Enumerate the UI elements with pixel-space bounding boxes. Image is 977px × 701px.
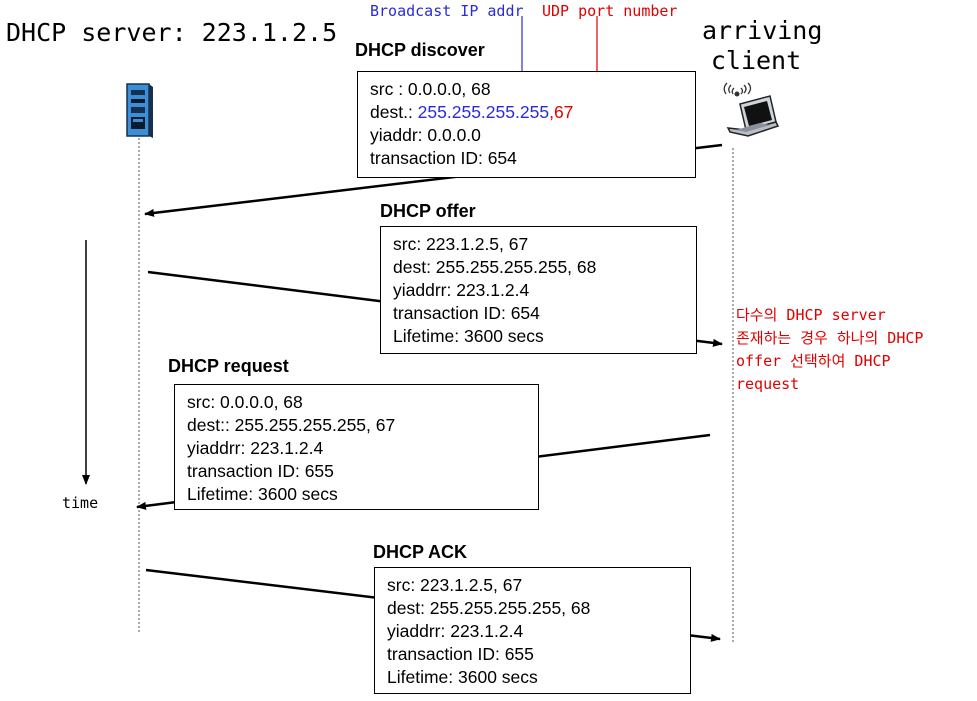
offer-heading: DHCP offer bbox=[380, 201, 476, 221]
discover-yiaddr: yiaddr: 0.0.0.0 bbox=[370, 125, 481, 145]
offer-box: src: 223.1.2.5, 67 dest: 255.255.255.255… bbox=[380, 226, 697, 354]
discover-box: src : 0.0.0.0, 68 dest.: 255.255.255.255… bbox=[357, 71, 696, 178]
ack-lifetime: Lifetime: 3600 secs bbox=[387, 667, 538, 687]
laptop-icon bbox=[718, 82, 784, 153]
ack-src: src: 223.1.2.5, 67 bbox=[387, 575, 523, 595]
discover-dest-comma: , bbox=[549, 102, 554, 122]
request-heading: DHCP request bbox=[168, 356, 289, 376]
multi-server-note: 다수의 DHCP server 존재하는 경우 하나의 DHCP offer 선… bbox=[736, 304, 976, 396]
discover-dest: dest.: 255.255.255.255,67 bbox=[370, 101, 695, 124]
ack-yiaddr: yiaddrr: 223.1.2.4 bbox=[387, 621, 524, 641]
server-icon bbox=[126, 82, 154, 143]
page-title: DHCP server: 223.1.2.5 bbox=[6, 18, 338, 47]
request-yiaddr: yiaddrr: 223.1.2.4 bbox=[187, 438, 324, 458]
client-label-line1: arriving bbox=[702, 16, 823, 45]
time-label: time bbox=[62, 494, 99, 512]
discover-transaction-id: transaction ID: 654 bbox=[370, 148, 517, 168]
note-line1: 다수의 DHCP server bbox=[736, 306, 886, 324]
client-label: arriving client bbox=[702, 16, 823, 76]
discover-dest-port: 67 bbox=[553, 102, 574, 122]
offer-lifetime: Lifetime: 3600 secs bbox=[393, 326, 544, 346]
udp-port-annotation: UDP port number bbox=[542, 2, 678, 20]
discover-src: src : 0.0.0.0, 68 bbox=[370, 79, 491, 99]
broadcast-annotation: Broadcast IP addr bbox=[370, 2, 524, 20]
request-dest: dest:: 255.255.255.255, 67 bbox=[187, 415, 396, 435]
offer-transaction-id: transaction ID: 654 bbox=[393, 303, 540, 323]
ack-box: src: 223.1.2.5, 67 dest: 255.255.255.255… bbox=[374, 567, 691, 694]
note-line2: 존재하는 경우 하나의 DHCP bbox=[736, 329, 924, 347]
note-line4: request bbox=[736, 375, 800, 393]
ack-transaction-id: transaction ID: 655 bbox=[387, 644, 534, 664]
request-lifetime: Lifetime: 3600 secs bbox=[187, 484, 338, 504]
offer-src: src: 223.1.2.5, 67 bbox=[393, 234, 529, 254]
offer-yiaddr: yiaddrr: 223.1.2.4 bbox=[393, 280, 530, 300]
note-line3: offer 선택하여 DHCP bbox=[736, 352, 891, 370]
request-transaction-id: transaction ID: 655 bbox=[187, 461, 334, 481]
discover-heading: DHCP discover bbox=[355, 40, 485, 60]
request-box: src: 0.0.0.0, 68 dest:: 255.255.255.255,… bbox=[174, 384, 539, 510]
request-src: src: 0.0.0.0, 68 bbox=[187, 392, 303, 412]
offer-dest: dest: 255.255.255.255, 68 bbox=[393, 257, 597, 277]
ack-heading: DHCP ACK bbox=[373, 542, 468, 562]
discover-dest-label: dest.: bbox=[370, 102, 418, 122]
ack-dest: dest: 255.255.255.255, 68 bbox=[387, 598, 591, 618]
discover-dest-ip: 255.255.255.255 bbox=[417, 102, 550, 122]
client-label-line2: client bbox=[710, 46, 802, 75]
